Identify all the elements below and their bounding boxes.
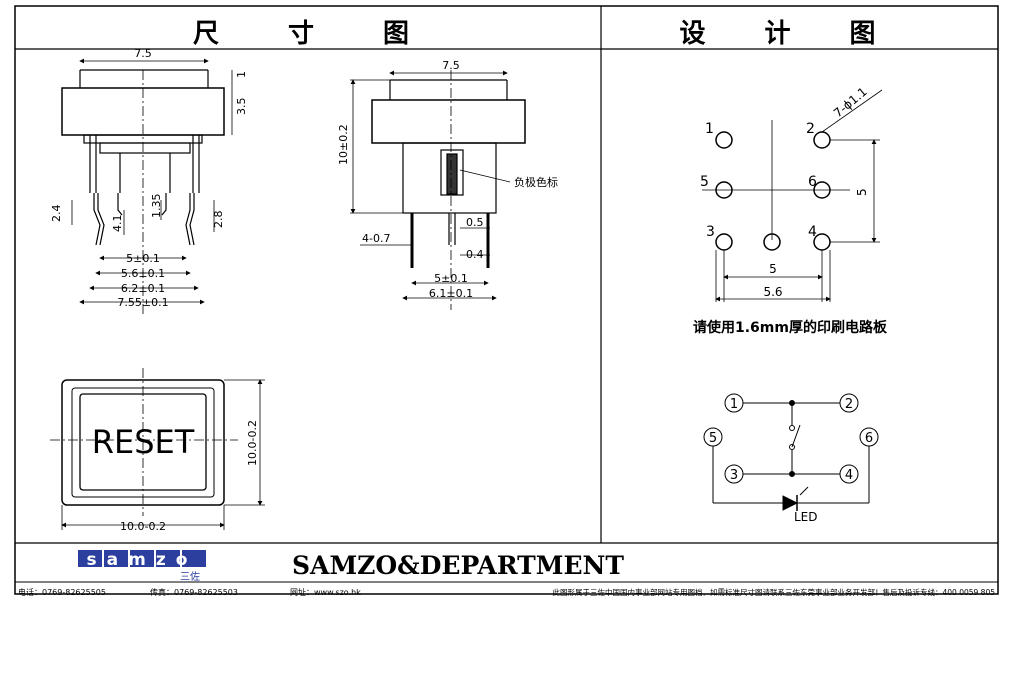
schematic-node-4: 4 [845, 468, 853, 483]
dim-side-pin-c: 1.35 [150, 194, 163, 219]
frame [14, 5, 999, 595]
dim-pin-05: 0.5 [466, 216, 484, 229]
dim-pcb-h5: 5 [769, 262, 777, 276]
dim-front-height: 10±0.2 [337, 124, 350, 165]
pcb-pin-label-3: 3 [706, 224, 715, 240]
dim-front-w1: 5±0.1 [434, 272, 468, 285]
pcb-pin-label-1: 1 [705, 121, 714, 137]
side-view [61, 69, 225, 315]
footer-fax: 传真：0769-82625503 [150, 587, 238, 597]
dim-side-w1: 5±0.1 [126, 252, 160, 265]
negative-marker-label: 负极色标 [514, 175, 558, 189]
top-view [50, 368, 265, 530]
side-view-dims [71, 58, 233, 305]
header-design-drawing: 设 计 图 [679, 19, 900, 49]
pcb-pin-label-5: 5 [700, 174, 709, 190]
dim-side-cap: 1 [235, 71, 248, 78]
logo [78, 550, 206, 567]
header-dimension-drawing: 尺 寸 图 [193, 19, 439, 49]
pcb-hole-6 [813, 181, 831, 199]
footer-notice: 此图形属于三佐中国国内事业部网站专用图档，如需标准尺寸图请联系三佐东莞事业部业务… [553, 587, 996, 597]
pcb-hole-2 [813, 131, 831, 149]
logo-cn: 三佐 [180, 571, 200, 583]
company-name: SAMZO&DEPARTMENT [292, 551, 624, 580]
schematic-node-6: 6 [865, 431, 873, 446]
pcb-hole-5 [715, 181, 733, 199]
dim-side-width: 7.5 [134, 47, 152, 60]
pcb-hole-3 [715, 233, 733, 251]
schematic-node-2: 2 [845, 397, 853, 412]
front-view [371, 70, 526, 310]
footer-web: 网址：www.szo.hk [290, 587, 361, 597]
schematic-node-5: 5 [709, 431, 717, 446]
dim-pcb-vert: 5 [855, 188, 869, 196]
dim-side-pin-b: 4.1 [111, 215, 124, 233]
schematic-node-3: 3 [730, 468, 738, 483]
led-label: LED [794, 510, 818, 524]
dim-side-w3: 6.2±0.1 [121, 282, 165, 295]
pcb-pin-label-4: 4 [808, 224, 817, 240]
schematic [703, 393, 879, 511]
logo-text: samzo [87, 550, 198, 570]
dim-side-w2: 5.6±0.1 [121, 267, 165, 280]
dim-top-width: 10.0-0.2 [120, 520, 166, 533]
dim-pin-04: 0.4 [466, 248, 484, 261]
footer-phone: 电话：0769-82625505 [18, 587, 106, 597]
pcb-hole-1 [715, 131, 733, 149]
pcb-pin-label-2: 2 [806, 121, 815, 137]
dim-side-w4: 7.55±0.1 [117, 296, 168, 309]
front-view-dims [350, 70, 511, 301]
pcb-pin-label-6: 6 [808, 174, 817, 190]
dim-side-pin-d: 2.8 [212, 211, 225, 229]
dim-side-pin-a: 2.4 [50, 205, 63, 223]
dim-pin-47: 4-0.7 [362, 232, 390, 245]
pcb-layout [702, 89, 883, 302]
reset-cap-text: RESET [92, 423, 195, 461]
schematic-node-1: 1 [730, 397, 738, 412]
pcb-note: 请使用1.6mm厚的印刷电路板 [693, 319, 888, 336]
dim-front-w2: 6.1±0.1 [429, 287, 473, 300]
dim-pcb-h56: 5.6 [763, 285, 782, 299]
pcb-hole-center [763, 233, 781, 251]
dim-top-height: 10.0-0.2 [246, 420, 259, 466]
dim-side-body: 3.5 [235, 98, 248, 116]
dim-front-width: 7.5 [442, 59, 460, 72]
